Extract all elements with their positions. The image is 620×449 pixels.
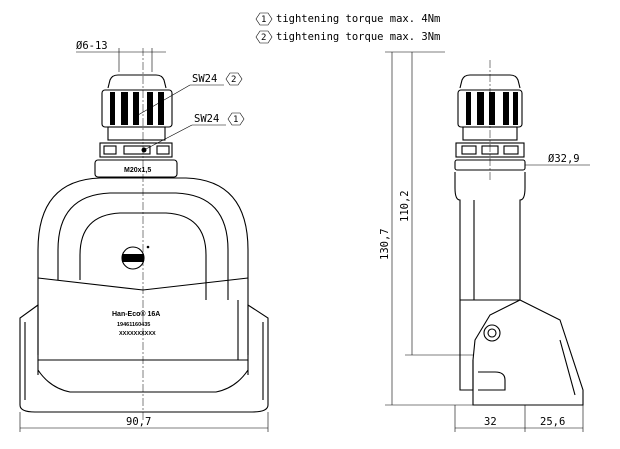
note2-marker: 2 bbox=[261, 33, 266, 43]
latch-pivot bbox=[483, 324, 501, 342]
body-height-dim: 110,2 bbox=[399, 190, 411, 222]
gland-cap bbox=[459, 74, 521, 89]
gland-cap bbox=[107, 74, 167, 89]
part-number: 19461160435 bbox=[117, 322, 150, 328]
hex-ring bbox=[455, 142, 525, 158]
thread-neck bbox=[94, 159, 178, 178]
note1-text: tightening torque max. 4Nm bbox=[276, 13, 440, 25]
product-name: Han-Eco® 16A bbox=[112, 310, 160, 318]
note-marker-shape bbox=[255, 30, 273, 44]
gland-diameter-dim: Ø32,9 bbox=[548, 153, 580, 165]
hood-outline bbox=[37, 177, 249, 355]
side-view: Ø32,9 130,7 110,2 32 25,6 bbox=[379, 51, 590, 432]
total-height-dim: 130,7 bbox=[379, 228, 391, 260]
note-marker-shape bbox=[255, 12, 273, 26]
sw-lower-label: SW24 bbox=[194, 113, 219, 125]
cable-diameter-dim: Ø6-13 bbox=[76, 40, 108, 52]
width-dim: 90,7 bbox=[126, 416, 151, 428]
hex-ring bbox=[99, 142, 173, 158]
sw-upper-marker: 2 bbox=[231, 75, 236, 85]
hood-body-side bbox=[454, 172, 474, 391]
torque-notes: 1 tightening torque max. 4Nm 2 tightenin… bbox=[255, 12, 440, 44]
latch bbox=[472, 299, 584, 406]
base-flange bbox=[19, 303, 269, 413]
sw-lower-marker: 1 bbox=[233, 115, 238, 125]
note1-marker: 1 bbox=[261, 15, 266, 25]
thread-label: M20x1,5 bbox=[124, 167, 151, 174]
front-view: Ø6-13 M20x1,5 SW24 2 SW24 1 Han-Eco® 16A bbox=[19, 40, 269, 432]
sw-upper-label: SW24 bbox=[192, 73, 217, 85]
serial-number: XXXXXXXXXX bbox=[119, 331, 156, 337]
note2-text: tightening torque max. 3Nm bbox=[276, 31, 440, 43]
depth-dim: 32 bbox=[484, 416, 497, 428]
latch-dim: 25,6 bbox=[540, 416, 565, 428]
